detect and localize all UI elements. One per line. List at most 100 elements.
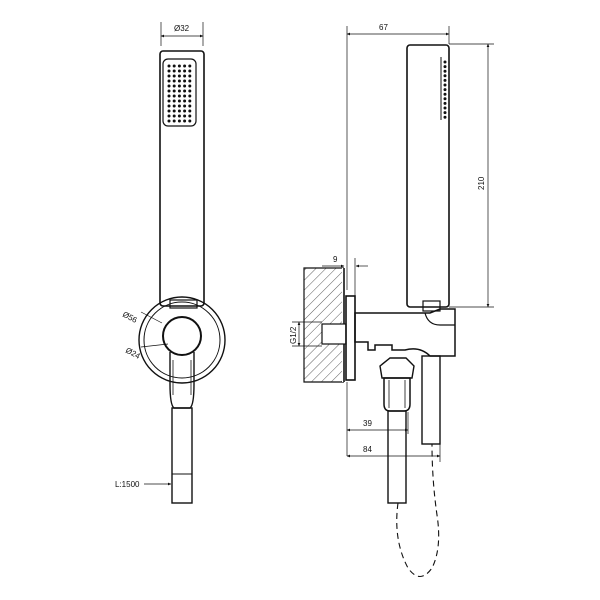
nozzle-dot bbox=[167, 79, 171, 83]
nozzle-dot bbox=[188, 114, 192, 118]
nozzle-dot bbox=[177, 64, 181, 68]
nozzle-dot bbox=[172, 84, 176, 88]
nozzle-dot bbox=[177, 119, 181, 123]
nozzle-dot bbox=[183, 84, 187, 88]
dim-label-diameter-32: Ø32 bbox=[174, 24, 190, 33]
nozzle-dot-side bbox=[443, 92, 447, 96]
dim-label-210: 210 bbox=[477, 176, 486, 190]
wall-plate-side bbox=[345, 295, 356, 381]
nozzle-dot bbox=[188, 84, 192, 88]
nozzle-dot bbox=[177, 74, 181, 78]
nozzle-dot bbox=[188, 89, 192, 93]
nozzle-dot bbox=[183, 94, 187, 98]
nozzle-dot bbox=[167, 114, 171, 118]
front-view: Ø32 Ø56 Ø24 L:1500 bbox=[115, 22, 226, 504]
nozzle-dot bbox=[177, 114, 181, 118]
nozzle-dot-side bbox=[443, 74, 447, 78]
nozzle-dot bbox=[167, 64, 171, 68]
spray-face bbox=[162, 58, 197, 127]
nozzle-dot bbox=[172, 79, 176, 83]
nozzle-dot-side bbox=[443, 106, 447, 110]
nozzle-dot-side bbox=[443, 88, 447, 92]
nozzle-dot bbox=[177, 104, 181, 108]
nozzle-dot-side bbox=[443, 65, 447, 69]
label-hose-length: L:1500 bbox=[115, 480, 140, 489]
nozzle-dot bbox=[188, 99, 192, 103]
hose-side bbox=[387, 410, 407, 504]
dim-label-67: 67 bbox=[379, 23, 388, 32]
nozzle-dot bbox=[183, 114, 187, 118]
dim-label-thread: G1/2 bbox=[289, 326, 298, 344]
nozzle-dot bbox=[183, 74, 187, 78]
nozzle-dot bbox=[177, 99, 181, 103]
dim-label-39: 39 bbox=[363, 419, 372, 428]
dim-front-top-width: Ø32 bbox=[160, 22, 204, 46]
nozzle-dot bbox=[172, 64, 176, 68]
side-view: 67 210 9 G1/2 39 bbox=[289, 23, 494, 578]
nozzle-dot-side bbox=[443, 101, 447, 105]
nozzle-dot bbox=[167, 84, 171, 88]
nozzle-dot bbox=[183, 89, 187, 93]
nozzle-dot bbox=[188, 74, 192, 78]
nozzle-dot bbox=[167, 119, 171, 123]
spray-nozzles-side bbox=[443, 60, 447, 119]
dim-side-offset-9: 9 bbox=[322, 255, 368, 296]
nozzle-dot bbox=[188, 104, 192, 108]
nozzle-dot bbox=[188, 64, 192, 68]
hub-circle bbox=[162, 316, 202, 356]
wall-fitting bbox=[321, 323, 347, 345]
hose-loop-dashed bbox=[396, 443, 440, 578]
bracket-body bbox=[354, 308, 456, 357]
nozzle-dot bbox=[172, 94, 176, 98]
nozzle-dot bbox=[183, 104, 187, 108]
nozzle-dot bbox=[188, 109, 192, 113]
dim-hose-length: L:1500 bbox=[115, 480, 172, 489]
handle-body-front bbox=[159, 50, 205, 307]
hose-front bbox=[171, 407, 193, 504]
nozzle-dot bbox=[177, 94, 181, 98]
spray-nozzles bbox=[167, 64, 192, 123]
nozzle-dot bbox=[188, 94, 192, 98]
nozzle-dot bbox=[183, 109, 187, 113]
nozzle-dot bbox=[188, 119, 192, 123]
nozzle-dot bbox=[172, 114, 176, 118]
nozzle-dot bbox=[177, 79, 181, 83]
dim-label-84: 84 bbox=[363, 445, 372, 454]
nozzle-dot bbox=[172, 99, 176, 103]
nozzle-dot bbox=[167, 94, 171, 98]
nozzle-dot bbox=[172, 109, 176, 113]
nozzle-dot bbox=[167, 89, 171, 93]
nozzle-dot-side bbox=[443, 69, 447, 73]
nozzle-dot bbox=[188, 69, 192, 73]
nozzle-dot bbox=[183, 79, 187, 83]
hose-connector-front bbox=[169, 352, 195, 409]
dim-side-width-67: 67 bbox=[346, 23, 450, 290]
nozzle-dot bbox=[177, 84, 181, 88]
nozzle-dot bbox=[167, 109, 171, 113]
nozzle-dot bbox=[167, 69, 171, 73]
nozzle-dot bbox=[172, 89, 176, 93]
nozzle-dot bbox=[188, 79, 192, 83]
nozzle-dot-side bbox=[443, 115, 447, 119]
hose-connector-side bbox=[383, 377, 411, 412]
nozzle-dot-side bbox=[443, 60, 447, 64]
dim-side-depth-39: 39 bbox=[346, 382, 409, 456]
dim-side-depth-84: 84 bbox=[346, 444, 441, 462]
nozzle-dot-side bbox=[443, 78, 447, 82]
dim-side-height-210: 210 bbox=[449, 43, 494, 308]
nozzle-dot-side bbox=[443, 97, 447, 101]
handle-tail-side bbox=[421, 355, 441, 445]
nozzle-dot bbox=[172, 69, 176, 73]
nozzle-dot bbox=[167, 74, 171, 78]
dim-side-thread: G1/2 bbox=[289, 321, 322, 347]
nozzle-dot-side bbox=[443, 83, 447, 87]
dim-label-diameter-56: Ø56 bbox=[121, 310, 139, 325]
nozzle-dot bbox=[183, 64, 187, 68]
nozzle-dot bbox=[183, 69, 187, 73]
nozzle-dot bbox=[167, 104, 171, 108]
nozzle-dot bbox=[177, 89, 181, 93]
dim-label-9: 9 bbox=[333, 255, 338, 264]
nozzle-dot bbox=[177, 109, 181, 113]
nozzle-dot bbox=[172, 74, 176, 78]
